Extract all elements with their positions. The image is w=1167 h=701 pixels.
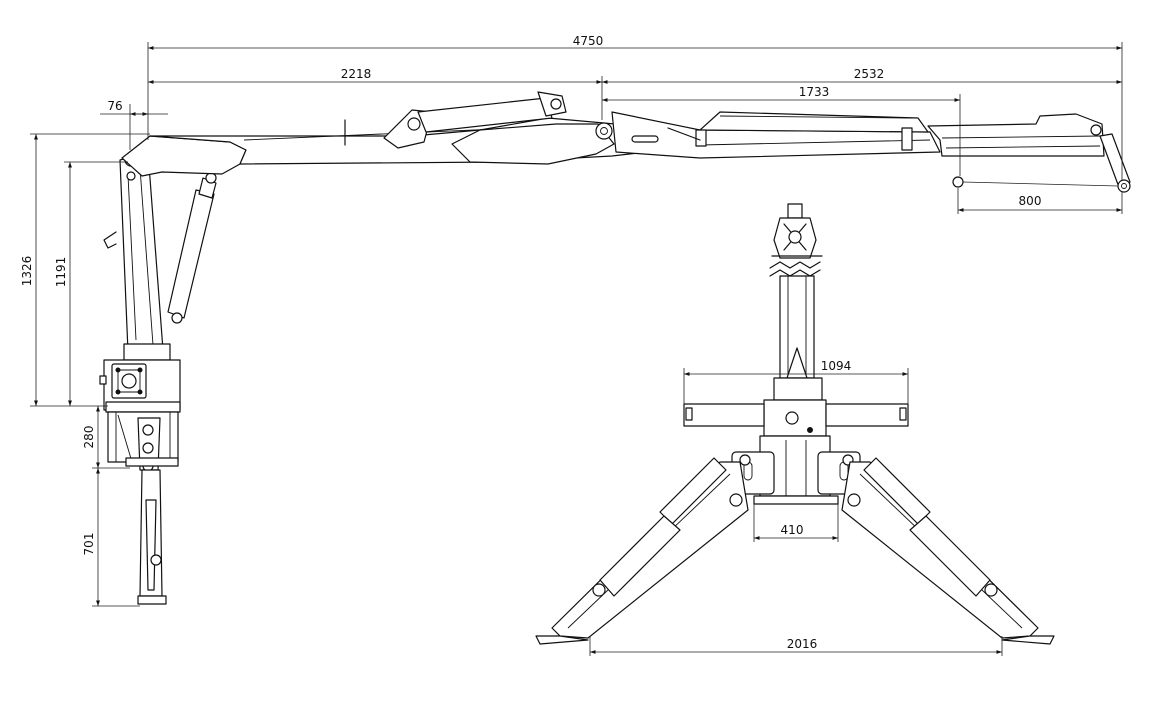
dim-outer-boom-label: 2532 bbox=[854, 67, 885, 81]
dimension-lines bbox=[30, 42, 1123, 656]
knuckle-linkage bbox=[383, 91, 615, 165]
side-base-frame bbox=[107, 411, 179, 605]
crane-column bbox=[103, 151, 164, 353]
rotator-head bbox=[769, 203, 823, 277]
side-view bbox=[99, 91, 1131, 605]
right-outrigger bbox=[841, 457, 1055, 645]
dimension-labels: 4750 2218 2532 1733 76 800 1326 1191 280… bbox=[20, 34, 1041, 651]
lift-cylinder bbox=[167, 172, 217, 324]
dim-column-offset-label: 76 bbox=[107, 99, 122, 113]
dim-tip-drop-label: 800 bbox=[1019, 194, 1042, 208]
front-column bbox=[763, 275, 827, 437]
stabilizer-bar bbox=[683, 403, 909, 427]
hook-point-marker bbox=[952, 176, 964, 188]
dim-overall-label: 4750 bbox=[573, 34, 604, 48]
dim-outrigger-span-label: 2016 bbox=[787, 637, 818, 651]
dim-base-width-label: 410 bbox=[781, 523, 804, 537]
dim-column-height-label: 1191 bbox=[54, 257, 68, 288]
front-base-block bbox=[731, 435, 861, 505]
slewing-housing bbox=[99, 343, 181, 413]
dim-stabilizer-width-label: 1094 bbox=[821, 359, 852, 373]
outer-boom bbox=[611, 111, 941, 159]
dim-extension-label: 1733 bbox=[799, 85, 830, 99]
left-outrigger bbox=[535, 457, 749, 645]
dim-leg-height-label: 701 bbox=[82, 533, 96, 556]
telescopic-extension bbox=[927, 113, 1131, 193]
dim-total-height-label: 1326 bbox=[20, 256, 34, 287]
dim-base-height-label: 280 bbox=[82, 426, 96, 449]
dim-inner-boom-label: 2218 bbox=[341, 67, 372, 81]
front-view bbox=[535, 203, 1055, 645]
